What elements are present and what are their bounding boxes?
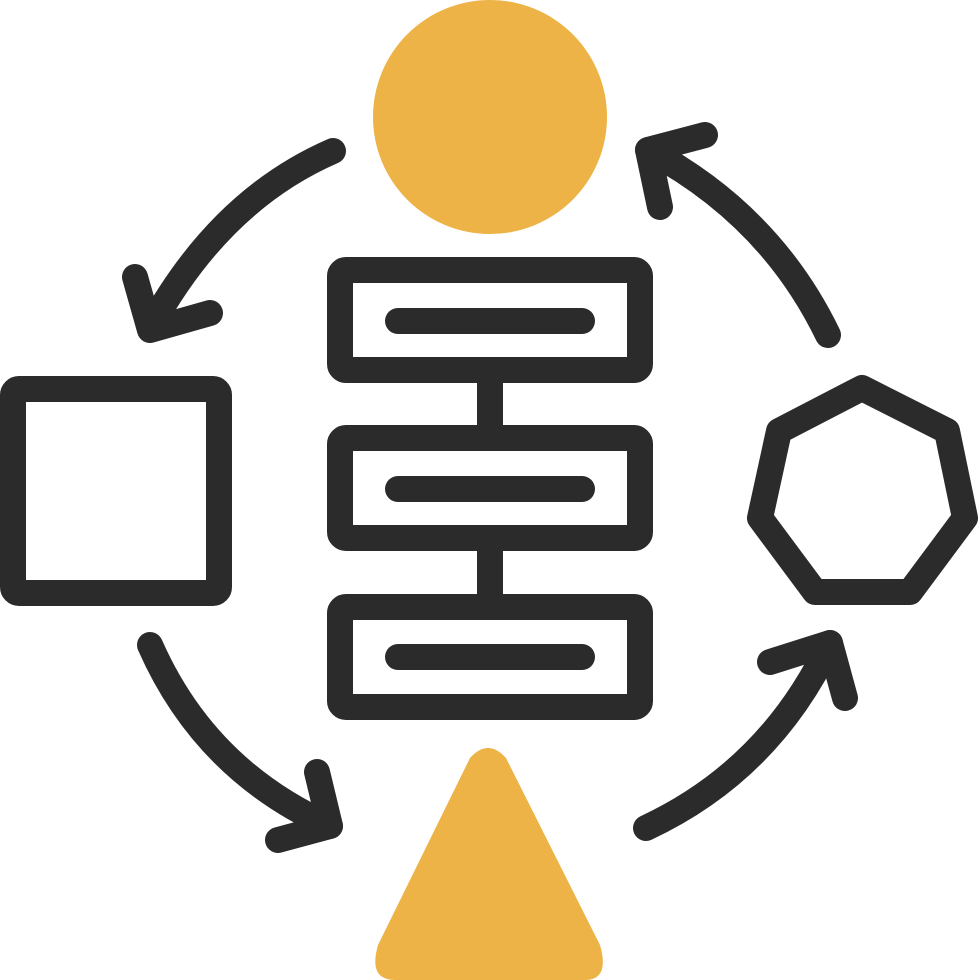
block-bottom — [327, 594, 653, 720]
arrow-bottom-right-icon — [633, 630, 858, 841]
square-icon — [0, 376, 232, 606]
arrow-top-left-icon — [122, 138, 346, 343]
triangle-icon — [375, 748, 603, 980]
heptagon-icon — [747, 375, 978, 605]
circle-icon — [373, 0, 607, 234]
stacked-blocks-icon — [327, 257, 653, 720]
arrow-top-right-icon — [635, 122, 841, 348]
arrow-bottom-left-icon — [137, 632, 343, 853]
